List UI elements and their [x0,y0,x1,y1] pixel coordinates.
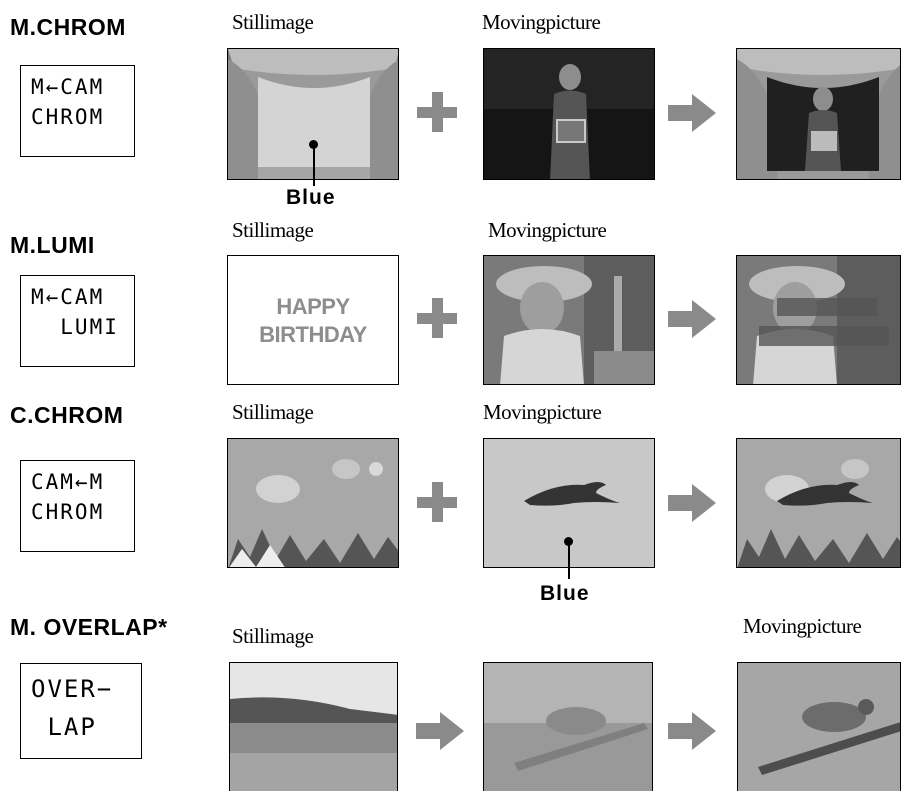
curtain-with-woman-picture [737,49,900,179]
lcd-display-m-overlap: OVER− LAP [20,663,142,759]
overlay-text-line: HAPPY [276,294,350,319]
moving-picture-caption: Movingpicture [482,10,601,34]
moving-picture-woman [483,48,655,180]
bird-on-branch-picture [738,663,900,791]
right-arrow-icon [668,484,716,522]
lcd-line: CHROM [31,105,105,129]
blue-pointer-line [568,543,570,579]
overlay-text-line: BIRTHDAY [259,322,367,347]
lcd-line: LAP [31,713,97,741]
lcd-line: OVER− [31,675,114,703]
mode-title-m-lumi: M.LUMI [10,232,95,258]
right-arrow-icon [668,94,716,132]
lcd-display-m-lumi: M←CAM LUMI [20,275,135,367]
moving-picture-caption: Movingpicture [483,400,602,424]
blended-bird-landscape-picture [484,663,652,791]
curtain-stage-picture [228,49,398,179]
right-arrow-icon [668,300,716,338]
moving-picture-girl [483,255,655,385]
lcd-line: CHROM [31,500,105,524]
dolphin-picture [524,482,620,506]
moving-picture-caption: Movingpicture [488,218,607,242]
underwater-scene-picture [228,439,398,567]
blue-pointer-dot [309,140,318,149]
woman-figure-picture [484,49,654,179]
still-image-seascape [227,438,399,568]
result-image-m-lumi [736,255,901,385]
still-image-happy-birthday: HAPPY BIRTHDAY [227,255,399,385]
dolphin-in-sea-picture [737,439,900,567]
lcd-display-m-chrom: M←CAM CHROM [20,65,135,157]
still-image-landscape [229,662,398,791]
girl-with-hat-picture [484,256,654,384]
moving-picture-caption: Movingpicture [743,614,862,638]
still-image-caption: Stillimage [232,624,314,648]
blue-pointer-dot [564,537,573,546]
plus-icon [417,298,457,338]
lcd-line: M←CAM [31,75,105,99]
still-image-curtain [227,48,399,180]
lcd-line: LUMI [31,315,119,339]
right-arrow-icon [668,712,716,750]
lcd-line: M←CAM [31,285,105,309]
still-image-caption: Stillimage [232,218,314,242]
result-image-bird [737,662,901,791]
blue-pointer-line [313,146,315,186]
lcd-line: CAM←M [31,470,105,494]
landscape-picture [230,663,397,791]
mode-title-m-overlap: M. OVERLAP* [10,614,168,640]
blue-label: Blue [540,582,590,605]
result-image-m-chrom [736,48,901,180]
girl-with-text-picture [737,256,900,384]
lcd-display-c-chrom: CAM←M CHROM [20,460,135,552]
still-image-caption: Stillimage [232,400,314,424]
plus-icon [417,482,457,522]
plus-icon [417,92,457,132]
transition-image-overlap [483,662,653,791]
mode-title-c-chrom: C.CHROM [10,402,124,428]
right-arrow-icon [416,712,464,750]
still-image-caption: Stillimage [232,10,314,34]
result-image-c-chrom [736,438,901,568]
mode-title-m-chrom: M.CHROM [10,14,126,40]
blue-label: Blue [286,186,336,209]
